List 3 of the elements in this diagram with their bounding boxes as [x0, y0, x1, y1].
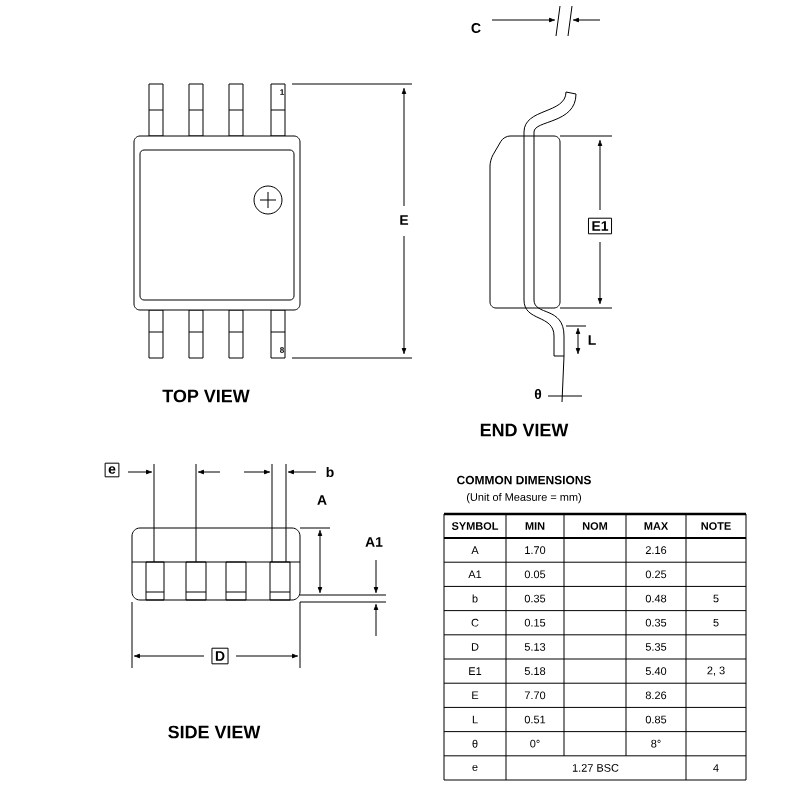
view-title: SIDE VIEW — [168, 725, 261, 739]
view-title: END VIEW — [480, 423, 569, 437]
view-title: TOP VIEW — [162, 389, 250, 403]
